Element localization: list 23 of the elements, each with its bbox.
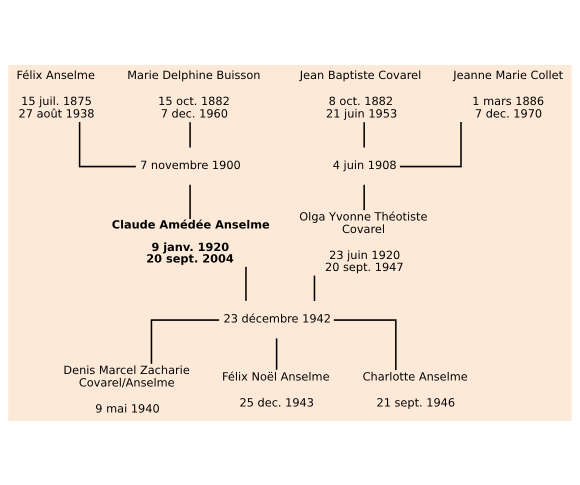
node-text: Jean Baptiste Covarel 8 oct. 1882 21 juin 1953 bbox=[300, 68, 422, 120]
connector bbox=[245, 266, 247, 300]
connector bbox=[363, 184, 365, 210]
connector bbox=[400, 121, 462, 167]
node-text: 23 décembre 1942 bbox=[224, 311, 331, 326]
connector bbox=[363, 122, 365, 148]
connector bbox=[150, 318, 220, 364]
node-text: Marie Delphine Buisson 15 oct. 1882 7 dec. 1960 bbox=[127, 68, 260, 120]
node-text: Claude Amédée Anselme 9 janv. 1920 20 sept. 2004 bbox=[112, 216, 270, 265]
node-text: Olga Yvonne Théotiste Covarel 23 juin 1920 20 sept. 1947 bbox=[299, 209, 428, 274]
connector bbox=[78, 121, 136, 167]
connector bbox=[334, 318, 397, 370]
node-text: 7 novembre 1900 bbox=[140, 158, 241, 172]
node-text: Félix Noël Anselme 25 dec. 1943 bbox=[222, 368, 330, 409]
connector bbox=[189, 122, 191, 148]
node-text: Félix Anselme 15 juil. 1875 27 août 1938 bbox=[16, 68, 95, 120]
node-text: Charlotte Anselme 21 sept. 1946 bbox=[362, 368, 468, 409]
connector bbox=[276, 338, 278, 370]
connector bbox=[189, 184, 191, 219]
node-text: 4 juin 1908 bbox=[332, 158, 397, 172]
node-text: Denis Marcel Zacharie Covarel/Anselme 9 mai 1940 bbox=[63, 362, 190, 416]
connector bbox=[314, 275, 316, 300]
node-text: Jeanne Marie Collet 1 mars 1886 7 dec. 1970 bbox=[453, 68, 564, 120]
